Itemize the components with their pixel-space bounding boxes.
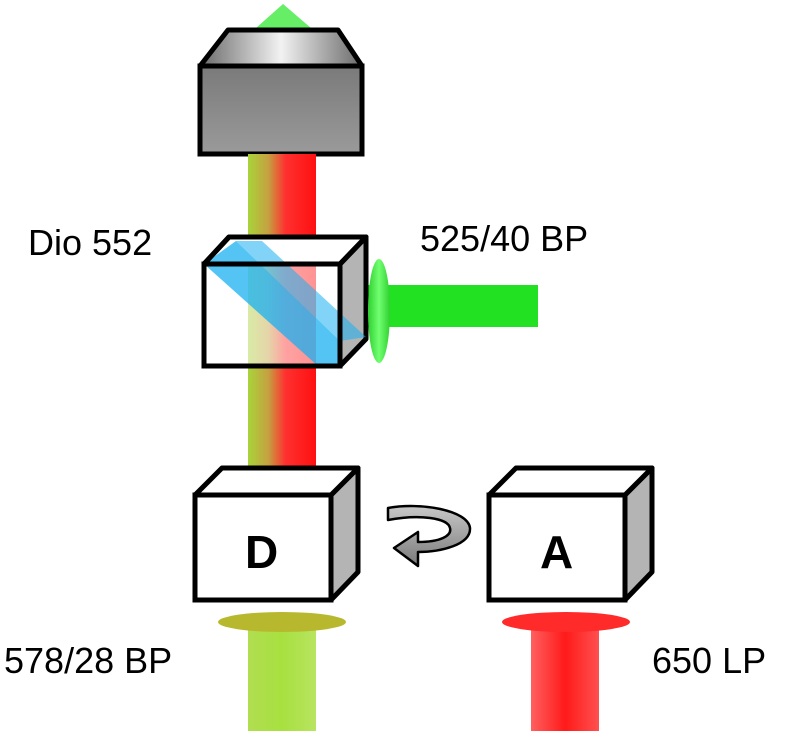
dichroic-mirror <box>204 241 340 366</box>
donor-cube <box>192 465 361 603</box>
acceptor-cube-label: A <box>540 526 574 578</box>
acceptor-longpass-filter <box>502 612 630 632</box>
green-bandpass-filter <box>368 259 390 363</box>
donor-output-beam <box>248 618 316 731</box>
dichroic-label: Dio 552 <box>28 222 153 263</box>
acceptor-output-beam <box>531 618 599 731</box>
objective-lens <box>197 27 365 157</box>
swap-arrow-icon <box>386 504 472 568</box>
acceptor-cube <box>486 465 655 603</box>
green-emission-beam <box>366 285 538 327</box>
donor-filter-label: 578/28 BP <box>4 640 173 681</box>
donor-bandpass-filter <box>218 612 346 632</box>
dichroic-cube <box>201 234 369 369</box>
green-filter-label: 525/40 BP <box>420 218 589 259</box>
sample-marker <box>256 4 311 28</box>
acceptor-filter-label: 650 LP <box>652 640 767 681</box>
donor-cube-label: D <box>245 526 279 578</box>
